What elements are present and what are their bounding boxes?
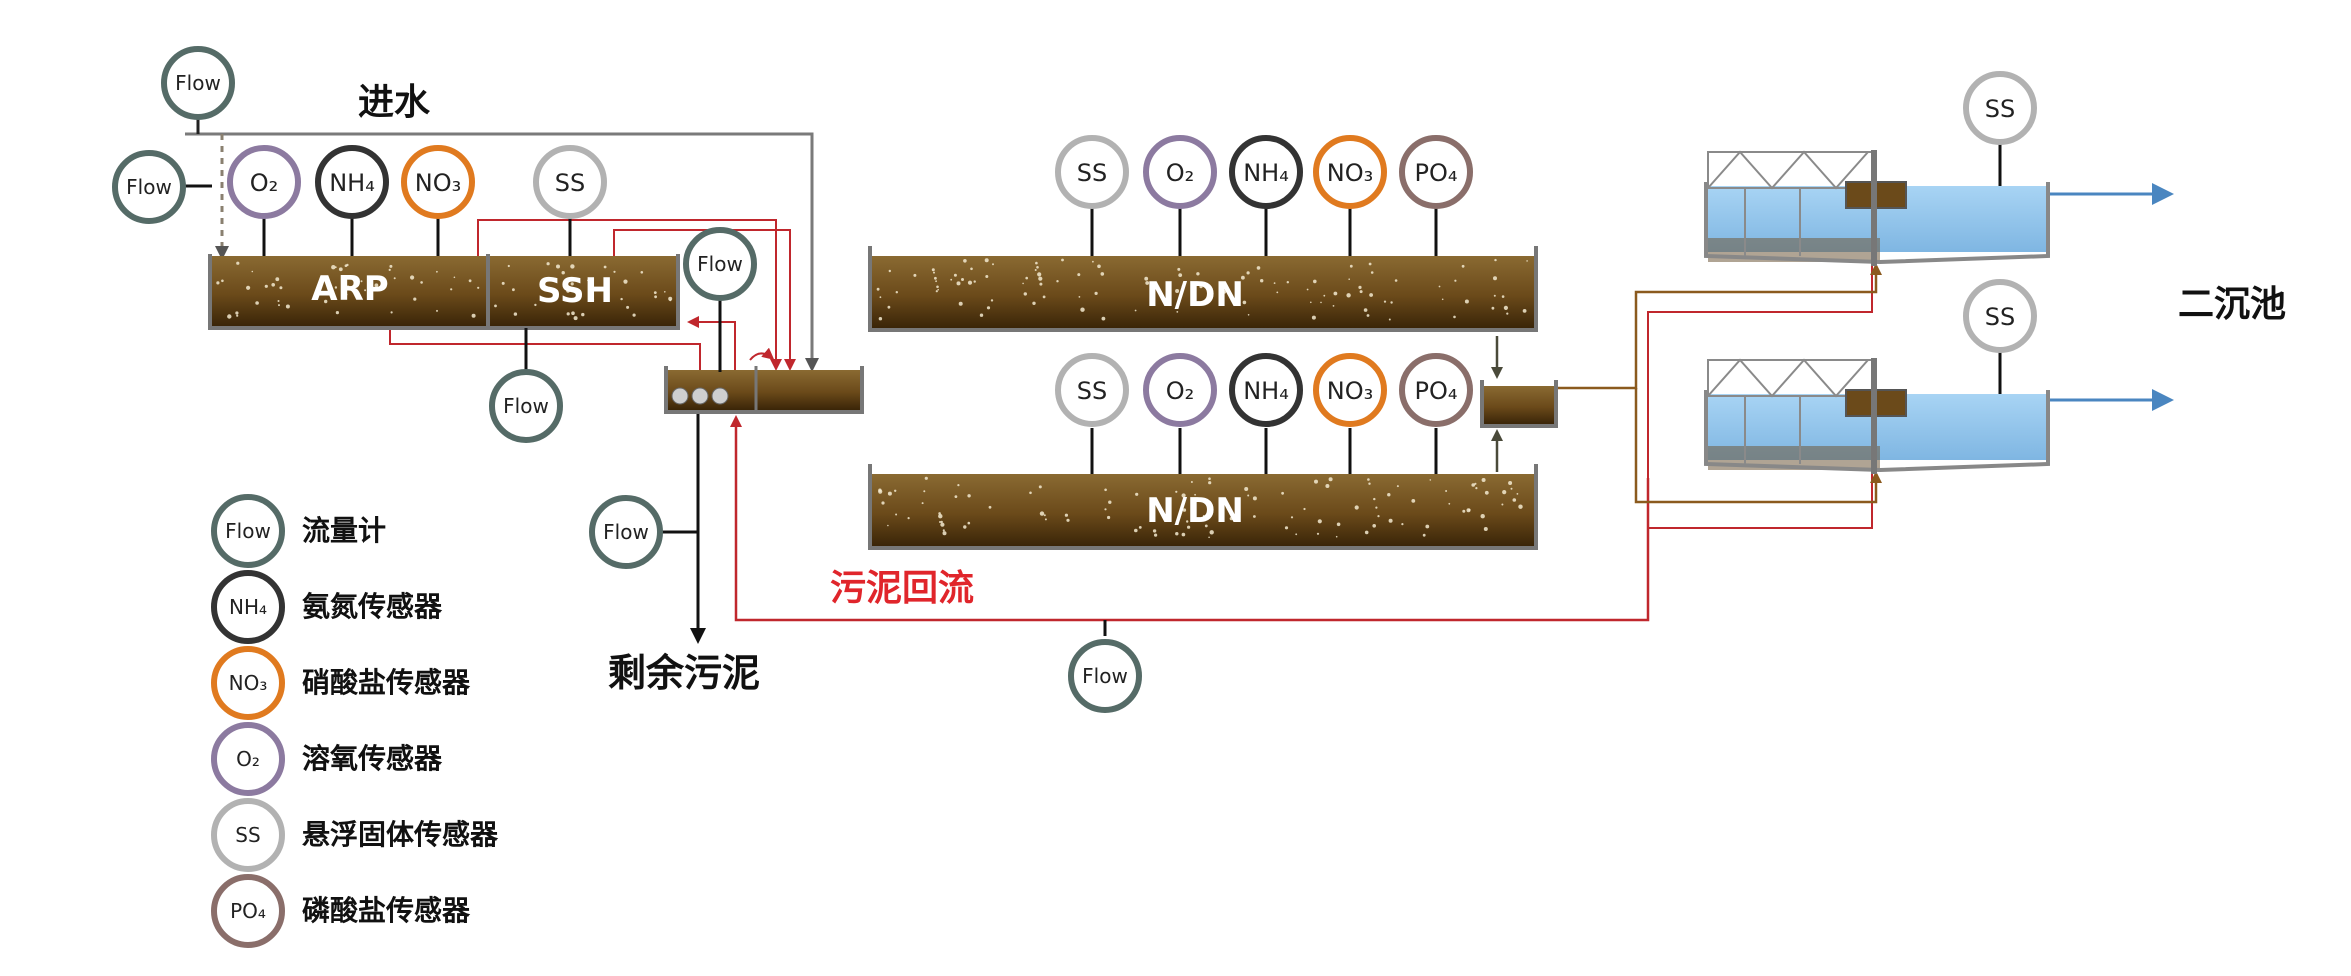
no3-sensor-ndn-top: NO₃ [1313,135,1387,209]
ss-sensor-clarifier-top: SS [1963,71,2037,145]
legend-item-o2: O₂ 溶氧传感器 [211,722,443,796]
recycle-small-arc [749,347,775,361]
svg-text:PO₄: PO₄ [230,899,266,923]
svg-text:O₂: O₂ [250,169,279,197]
recycle-line-4 [687,316,736,380]
ss-sensor-ssh: SS [533,145,607,219]
svg-text:O₂: O₂ [236,747,260,771]
pump-icon [671,387,729,405]
svg-text:SS: SS [1985,303,2015,331]
legend-item-flow: Flow 流量计 [211,494,386,568]
svg-text:氨氮传感器: 氨氮传感器 [302,590,443,623]
secondary-clarifier-label: 二沉池 [2178,284,2286,325]
ndn-top-label: N/DN [1146,275,1244,315]
legend-item-no3: NO₃ 硝酸盐传感器 [211,646,471,720]
svg-text:NO₃: NO₃ [415,169,461,197]
tanks [208,150,2050,550]
svg-text:O₂: O₂ [1166,159,1195,187]
mixed-liquor-pipe [1558,263,1882,390]
svg-text:NH₄: NH₄ [1243,377,1289,405]
svg-text:SS: SS [1077,159,1107,187]
svg-text:Flow: Flow [1082,664,1128,688]
arp-label: ARP [311,269,388,309]
o2-sensor-ndn-top: O₂ [1143,135,1217,209]
clarifier-top [1704,150,2050,266]
flow-meter-recycle: Flow [683,227,757,301]
flow-meter-return: Flow [1068,639,1142,713]
svg-text:SS: SS [1077,377,1107,405]
ndn-bottom-label: N/DN [1146,491,1244,531]
return-sludge-branch-top [1647,262,1873,478]
svg-text:SS: SS [235,823,260,847]
labels: 进水 剩余污泥 污泥回流 二沉池 [358,82,2286,695]
clarifier-bottom [1704,358,2050,474]
svg-text:溶氧传感器: 溶氧传感器 [302,742,443,775]
flow-meter-waste: Flow [589,495,663,569]
svg-text:NH₄: NH₄ [229,595,267,619]
mixed-liquor-pipe-2 [1634,388,1882,504]
recycle-line-2 [613,229,796,371]
flow-meter-influent-top: Flow [161,46,235,120]
svg-text:硝酸盐传感器: 硝酸盐传感器 [302,666,471,699]
svg-text:SS: SS [555,169,585,197]
svg-text:Flow: Flow [126,175,172,199]
po4-sensor-ndn-bottom: PO₄ [1399,353,1473,427]
svg-text:PO₄: PO₄ [1415,377,1458,405]
flow-meter-arp-bottom: Flow [489,369,563,443]
svg-text:PO₄: PO₄ [1415,159,1458,187]
mixing-tank [664,366,864,414]
legend-item-po4: PO₄ 磷酸盐传感器 [211,874,471,948]
ss-sensor-clarifier-bottom: SS [1963,279,2037,353]
svg-text:Flow: Flow [603,520,649,544]
recycle-line-3 [389,330,701,372]
legend-item-nh4: NH₄ 氨氮传感器 [211,570,443,644]
junction-box [1480,380,1558,428]
o2-sensor-ndn-bottom: O₂ [1143,353,1217,427]
svg-text:磷酸盐传感器: 磷酸盐传感器 [302,894,471,927]
no3-sensor-ndn-bottom: NO₃ [1313,353,1387,427]
influent-label: 进水 [358,82,431,123]
svg-text:流量计: 流量计 [302,514,386,547]
waste-sludge-label: 剩余污泥 [608,651,760,695]
nh4-sensor-arp: NH₄ [315,145,389,219]
ss-sensor-ndn-top: SS [1055,135,1129,209]
svg-text:Flow: Flow [503,394,549,418]
no3-sensor-arp: NO₃ [401,145,475,219]
svg-text:O₂: O₂ [1166,377,1195,405]
svg-text:SS: SS [1985,95,2015,123]
po4-sensor-ndn-top: PO₄ [1399,135,1473,209]
svg-text:NH₄: NH₄ [1243,159,1289,187]
ssh-label: SSH [537,271,613,311]
svg-text:NO₃: NO₃ [1327,159,1373,187]
svg-text:NO₃: NO₃ [229,671,268,695]
sensor-stems [170,144,2002,474]
pipe-network [185,110,2174,644]
sensors: Flow Flow O₂ NH₄ NO₃ SS Flow [112,46,2037,713]
flow-meter-influent-left: Flow [112,150,186,224]
svg-text:Flow: Flow [175,71,221,95]
legend: Flow 流量计 NH₄ 氨氮传感器 NO₃ 硝酸盐传感器 O₂ 溶氧传感器 S… [211,494,499,948]
svg-text:Flow: Flow [697,252,743,276]
sludge-speckles [216,258,1528,539]
svg-text:悬浮固体传感器: 悬浮固体传感器 [302,818,499,851]
nh4-sensor-ndn-bottom: NH₄ [1229,353,1303,427]
return-sludge-branch-bottom [1648,470,1873,529]
svg-text:NO₃: NO₃ [1327,377,1373,405]
legend-item-ss: SS 悬浮固体传感器 [211,798,499,872]
ss-sensor-ndn-bottom: SS [1055,353,1129,427]
arp-tank [208,254,490,330]
sludge-return-label: 污泥回流 [830,568,974,609]
influent-pipe [185,132,819,372]
return-sludge-pipe [730,415,1650,622]
recycle-line-1 [477,219,782,371]
svg-text:Flow: Flow [225,519,271,543]
svg-text:NH₄: NH₄ [329,169,375,197]
o2-sensor-arp: O₂ [227,145,301,219]
nh4-sensor-ndn-top: NH₄ [1229,135,1303,209]
